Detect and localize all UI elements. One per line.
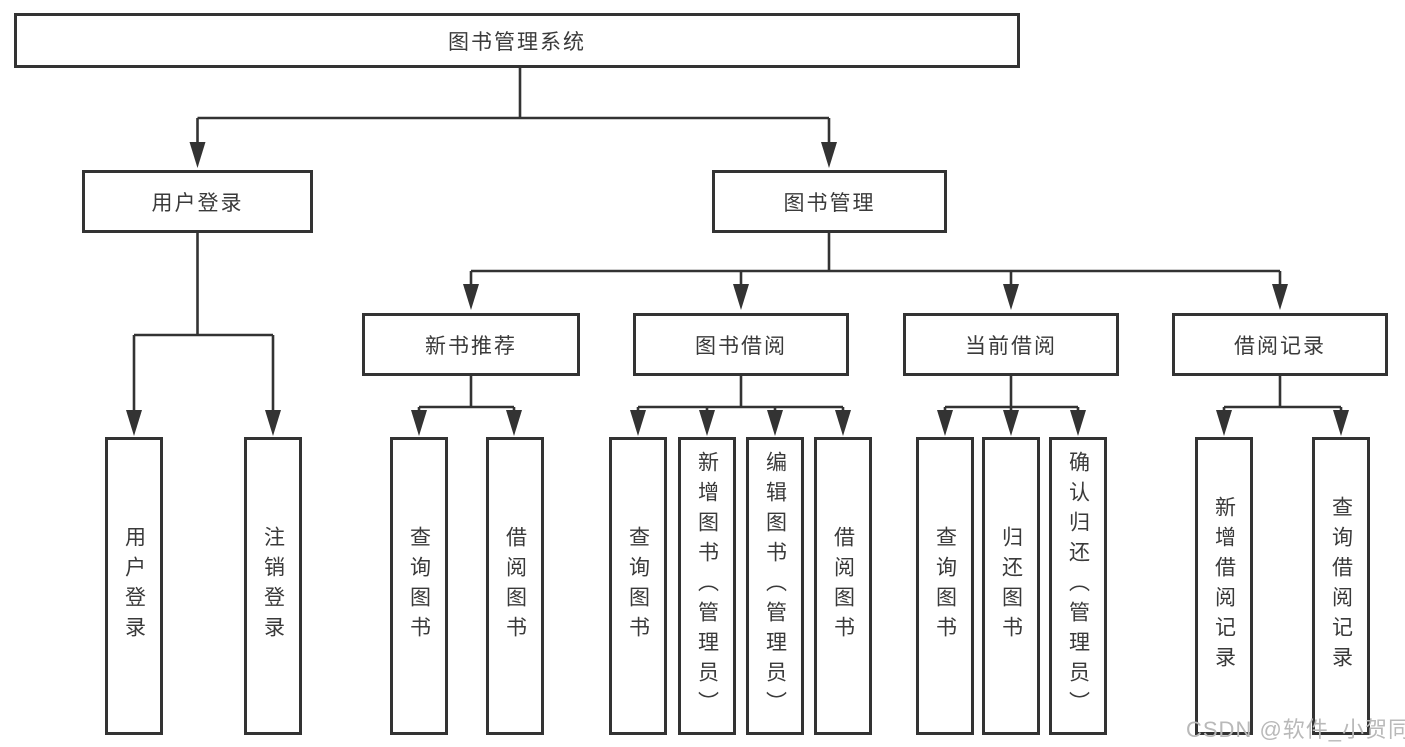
leaf-add-borrow-record: 新增借阅记录 [1195, 437, 1253, 735]
leaf-query-books-current-label: 查询图书 [933, 526, 957, 646]
node-user-login-label: 用户登录 [151, 191, 244, 215]
arrowheads [126, 142, 1349, 436]
leaf-query-borrow-record: 查询借阅记录 [1312, 437, 1370, 735]
leaf-add-books-admin-label: 新增图书（管理员） [695, 451, 719, 721]
leaf-borrow-books-recommend-label: 借阅图书 [503, 526, 527, 646]
node-root-system: 图书管理系统 [14, 13, 1020, 68]
node-current-borrowing-label: 当前借阅 [965, 334, 1057, 358]
node-current-borrowing: 当前借阅 [903, 313, 1119, 376]
node-book-borrowing: 图书借阅 [633, 313, 849, 376]
leaf-query-books-recommend: 查询图书 [390, 437, 448, 735]
leaf-query-books-current: 查询图书 [916, 437, 974, 735]
leaf-borrow-books-recommend: 借阅图书 [486, 437, 544, 735]
node-book-management-label: 图书管理 [783, 191, 876, 215]
node-borrowing-records-label: 借阅记录 [1234, 334, 1326, 358]
leaf-logout: 注销登录 [244, 437, 302, 735]
leaf-borrow-books-label: 借阅图书 [831, 526, 855, 646]
leaf-user-login: 用户登录 [105, 437, 163, 735]
node-book-borrowing-label: 图书借阅 [695, 334, 787, 358]
node-new-book-recommendation: 新书推荐 [362, 313, 580, 376]
node-user-login: 用户登录 [82, 170, 313, 233]
node-borrowing-records: 借阅记录 [1172, 313, 1388, 376]
leaf-query-books-recommend-label: 查询图书 [407, 526, 431, 646]
leaf-add-books-admin: 新增图书（管理员） [678, 437, 736, 735]
leaf-query-borrow-record-label: 查询借阅记录 [1329, 496, 1353, 676]
leaf-confirm-return-admin-label: 确认归还（管理员） [1066, 451, 1090, 721]
leaf-confirm-return-admin: 确认归还（管理员） [1049, 437, 1107, 735]
leaf-query-books-borrowing: 查询图书 [609, 437, 667, 735]
leaf-return-books-label: 归还图书 [999, 526, 1023, 646]
csdn-watermark: CSDN @软件_小贺同学 [1186, 717, 1405, 742]
leaf-logout-label: 注销登录 [261, 526, 285, 646]
node-book-management: 图书管理 [712, 170, 947, 233]
leaf-user-login-label: 用户登录 [122, 526, 146, 646]
leaf-edit-books-admin: 编辑图书（管理员） [746, 437, 804, 735]
leaf-return-books: 归还图书 [982, 437, 1040, 735]
node-root-label: 图书管理系统 [448, 30, 586, 54]
leaf-query-books-borrowing-label: 查询图书 [626, 526, 650, 646]
node-new-book-recommendation-label: 新书推荐 [425, 334, 517, 358]
leaf-borrow-books: 借阅图书 [814, 437, 872, 735]
leaf-add-borrow-record-label: 新增借阅记录 [1212, 496, 1236, 676]
leaf-edit-books-admin-label: 编辑图书（管理员） [763, 451, 787, 721]
